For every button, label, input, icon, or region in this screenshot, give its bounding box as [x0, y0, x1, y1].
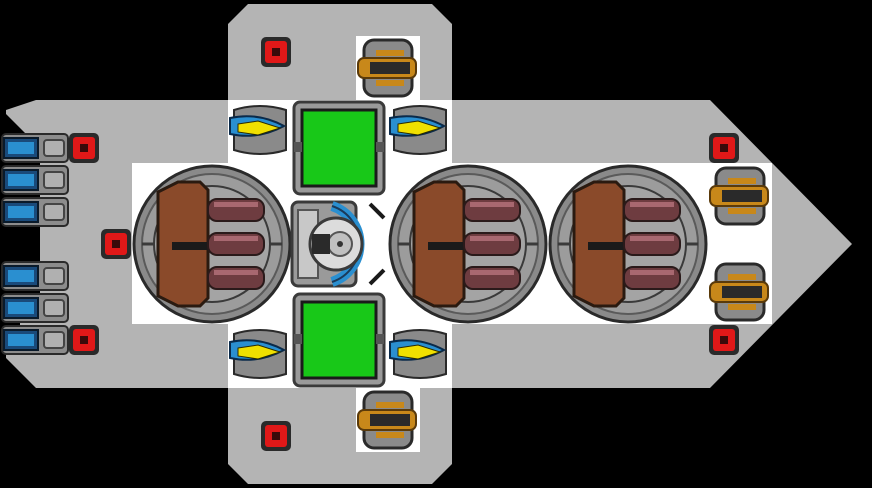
gold-cannon-bottom[interactable] [357, 390, 417, 450]
turret-barrel [463, 266, 521, 290]
turret-barrel [207, 232, 265, 256]
laser-bottom-left[interactable] [229, 329, 287, 379]
turret-left[interactable] [132, 164, 292, 324]
turret-center[interactable] [388, 164, 548, 324]
green-pad-bottom[interactable] [292, 292, 386, 388]
laser-top-right[interactable] [389, 105, 447, 155]
turret-barrel [463, 232, 521, 256]
thruster-4[interactable] [1, 261, 69, 291]
gold-cannon-top[interactable] [357, 38, 417, 98]
red-block-top[interactable] [261, 37, 291, 67]
laser-top-left[interactable] [229, 105, 287, 155]
thruster-5[interactable] [1, 293, 69, 323]
red-block-left-1[interactable] [69, 133, 99, 163]
turret-barrel [463, 198, 521, 222]
green-pad-top[interactable] [292, 100, 386, 196]
red-block-left-3[interactable] [69, 325, 99, 355]
gold-cannon-right-2[interactable] [709, 262, 769, 322]
turret-barrel [207, 266, 265, 290]
turret-barrel [623, 198, 681, 222]
thruster-3[interactable] [1, 197, 69, 227]
red-block-bottom[interactable] [261, 421, 291, 451]
turret-barrel [623, 266, 681, 290]
thruster-6[interactable] [1, 325, 69, 355]
laser-bottom-right[interactable] [389, 329, 447, 379]
red-block-right-2[interactable] [709, 325, 739, 355]
red-block-left-2[interactable] [101, 229, 131, 259]
gold-cannon-right-1[interactable] [709, 166, 769, 226]
turret-barrel [207, 198, 265, 222]
turret-barrel [623, 232, 681, 256]
thruster-1[interactable] [1, 133, 69, 163]
red-block-right-1[interactable] [709, 133, 739, 163]
thruster-2[interactable] [1, 165, 69, 195]
reactor-core[interactable] [290, 200, 386, 288]
turret-right[interactable] [548, 164, 708, 324]
